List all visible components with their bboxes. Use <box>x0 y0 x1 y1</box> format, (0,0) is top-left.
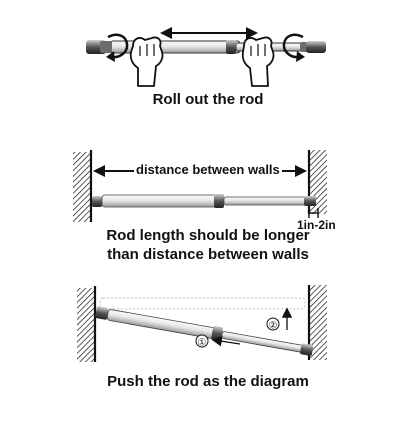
left-hand-icon <box>129 36 164 87</box>
step-marker-1: ① <box>198 338 207 349</box>
rotate-arrow-icon <box>106 33 129 62</box>
step1-caption: Roll out the rod <box>152 91 264 108</box>
target-rod-outline <box>99 297 306 310</box>
right-hand-icon <box>241 36 275 87</box>
tension-rod-icon <box>92 194 316 208</box>
distance-label: distance between walls <box>134 162 282 177</box>
wall-icon <box>73 150 93 222</box>
tension-rod-icon <box>95 306 314 356</box>
arrowhead-right <box>246 27 258 39</box>
gap-marker <box>308 208 319 218</box>
step-marker-2: ② <box>269 321 278 332</box>
arrowhead-left <box>160 27 172 39</box>
tension-rod-icon <box>86 40 326 54</box>
step2-caption-line2: than distance between walls <box>107 246 309 263</box>
step2-measure-illustration <box>73 150 327 222</box>
step2-caption-line1: Rod length should be longer <box>106 227 310 244</box>
gap-label: 1in-2in <box>297 218 336 232</box>
step3-push-illustration: ① ② <box>77 285 327 362</box>
step1-roll-illustration <box>86 27 326 87</box>
step3-caption: Push the rod as the diagram <box>107 373 309 390</box>
rotate-arrow-icon <box>282 33 305 62</box>
push-arrow-1 <box>211 336 241 347</box>
wall-icon <box>77 286 97 362</box>
